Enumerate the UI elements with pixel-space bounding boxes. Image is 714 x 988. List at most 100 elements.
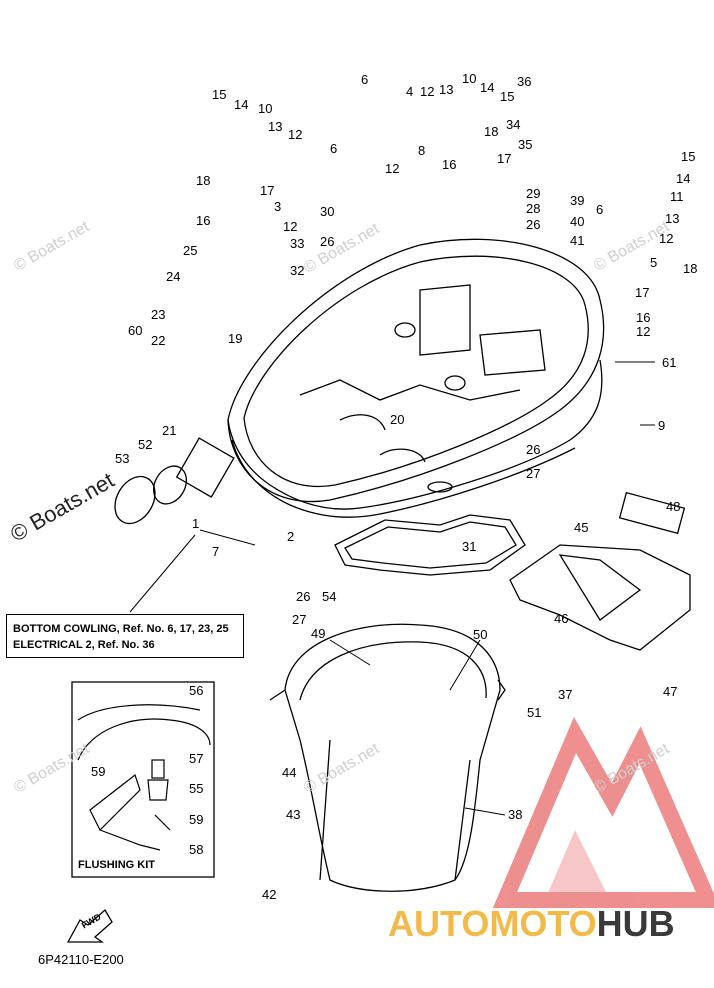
callout-17: 17	[260, 183, 275, 198]
note-line-2: ELECTRICAL 2, Ref. No. 36	[13, 639, 155, 651]
callout-3: 3	[274, 199, 282, 214]
callout-31: 31	[462, 539, 477, 554]
callout-37: 37	[558, 687, 573, 702]
callout-36: 36	[517, 74, 532, 89]
callout-5: 5	[650, 255, 658, 270]
automotohub-logo-text: AUTOMOTOHUB	[388, 903, 675, 944]
leader-lines	[129, 361, 655, 816]
callout-38: 38	[508, 807, 523, 822]
callout-21: 21	[162, 423, 177, 438]
callout-20: 20	[390, 412, 405, 427]
callout-26: 26	[526, 442, 541, 457]
callout-34: 34	[506, 117, 521, 132]
callout-15: 15	[500, 89, 515, 104]
seal-54	[334, 514, 526, 576]
callout-40: 40	[570, 214, 585, 229]
callout-22: 22	[151, 333, 166, 348]
callout-26: 26	[296, 589, 311, 604]
callout-47: 47	[663, 684, 678, 699]
callout-13: 13	[665, 211, 680, 226]
callout-45: 45	[574, 520, 589, 535]
callout-35: 35	[518, 137, 533, 152]
callout-9: 9	[658, 418, 666, 433]
callout-52: 52	[138, 437, 153, 452]
callout-13: 13	[268, 119, 283, 134]
callout-58: 58	[189, 842, 204, 857]
callout-27: 27	[526, 466, 541, 481]
callout-25: 25	[183, 243, 198, 258]
callout-24: 24	[166, 269, 181, 284]
callout-12: 12	[385, 161, 400, 176]
callout-16: 16	[196, 213, 211, 228]
callout-41: 41	[570, 233, 585, 248]
callout-50: 50	[473, 627, 488, 642]
callout-10: 10	[258, 101, 273, 116]
callout-17: 17	[635, 285, 650, 300]
callout-12: 12	[659, 231, 674, 246]
callout-12: 12	[288, 127, 303, 142]
callout-12: 12	[283, 219, 298, 234]
bottom-cowling	[227, 238, 605, 518]
callout-48: 48	[666, 499, 681, 514]
callout-59: 59	[189, 812, 204, 827]
callout-60: 60	[128, 323, 143, 338]
note-line-1: BOTTOM COWLING, Ref. No. 6, 17, 23, 25	[13, 623, 229, 635]
callout-29: 29	[526, 186, 541, 201]
hose-fittings	[114, 437, 235, 525]
flushing-kit-box	[71, 681, 215, 878]
callout-44: 44	[282, 765, 297, 780]
callout-1: 1	[192, 516, 200, 531]
callout-56: 56	[189, 683, 204, 698]
flushing-kit-parts	[77, 704, 211, 851]
callout-26: 26	[320, 234, 335, 249]
flushing-kit-label: FLUSHING KIT	[78, 859, 155, 871]
callout-17: 17	[497, 151, 512, 166]
callout-59: 59	[91, 764, 106, 779]
callout-7: 7	[212, 544, 220, 559]
bracket-45	[509, 491, 691, 651]
callout-16: 16	[442, 157, 457, 172]
callout-15: 15	[681, 149, 696, 164]
callout-27: 27	[292, 612, 307, 627]
callout-26: 26	[526, 217, 541, 232]
callout-19: 19	[228, 331, 243, 346]
callout-33: 33	[290, 236, 305, 251]
callout-14: 14	[234, 97, 249, 112]
callout-18: 18	[484, 124, 499, 139]
callout-28: 28	[526, 201, 541, 216]
callout-32: 32	[290, 263, 305, 278]
callout-16: 16	[636, 310, 651, 325]
callout-51: 51	[527, 705, 542, 720]
callout-30: 30	[320, 204, 335, 219]
lower-apron	[269, 623, 506, 892]
diagram-code: 6P42110-E200	[38, 952, 124, 967]
callout-46: 46	[554, 611, 569, 626]
callout-49: 49	[311, 626, 326, 641]
callout-12: 12	[420, 84, 435, 99]
callout-18: 18	[196, 173, 211, 188]
callout-55: 55	[189, 781, 204, 796]
callout-18: 18	[683, 261, 698, 276]
callout-4: 4	[406, 84, 414, 99]
callout-23: 23	[151, 307, 166, 322]
callout-14: 14	[480, 80, 495, 95]
callout-53: 53	[115, 451, 130, 466]
callout-14: 14	[676, 171, 691, 186]
callout-11: 11	[670, 189, 684, 204]
callout-13: 13	[439, 82, 454, 97]
callout-12: 12	[636, 324, 651, 339]
callout-61: 61	[662, 355, 677, 370]
callout-6: 6	[596, 202, 604, 217]
reference-note-box: BOTTOM COWLING, Ref. No. 6, 17, 23, 25 E…	[6, 614, 244, 658]
callout-6: 6	[361, 72, 369, 87]
callout-42: 42	[262, 887, 277, 902]
callout-43: 43	[286, 807, 301, 822]
callout-10: 10	[462, 71, 477, 86]
callout-6: 6	[330, 141, 338, 156]
callout-57: 57	[189, 751, 204, 766]
callout-8: 8	[418, 143, 426, 158]
callout-15: 15	[212, 87, 227, 102]
fwd-arrow-icon	[66, 908, 113, 943]
callout-54: 54	[322, 589, 337, 604]
